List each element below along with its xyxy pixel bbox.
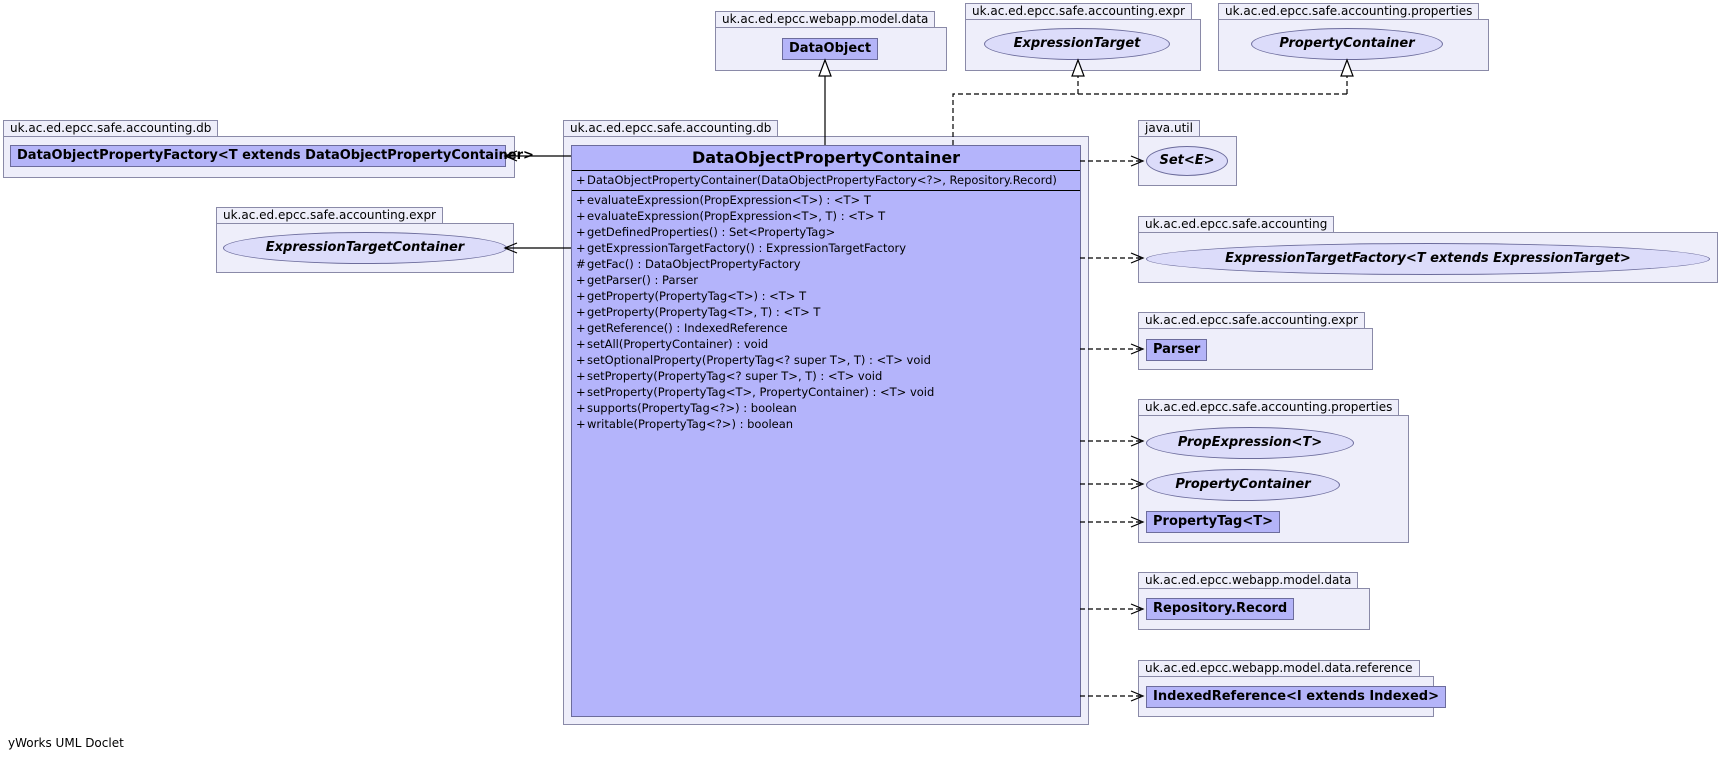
package-tab-main: uk.ac.ed.epcc.safe.accounting.db <box>563 120 779 137</box>
operation-row: +getDefinedProperties() : Set<PropertyTa… <box>576 225 836 239</box>
realization-line <box>952 93 1347 145</box>
operation-row: +setOptionalProperty(PropertyTag<? super… <box>576 353 931 367</box>
operation-row: +writable(PropertyTag<?>) : boolean <box>576 417 794 431</box>
package-tab-model-data-top: uk.ac.ed.epcc.webapp.model.data <box>715 11 936 28</box>
operation-row: +evaluateExpression(PropExpression<T>) :… <box>576 193 871 207</box>
interface-property-container-right[interactable]: PropertyContainer <box>1146 469 1340 501</box>
operation-row: +getProperty(PropertyTag<T>) : <T> T <box>576 289 807 303</box>
operation-row: +setAll(PropertyContainer) : void <box>576 337 769 351</box>
operation-row: +evaluateExpression(PropExpression<T>, T… <box>576 209 886 223</box>
realization-arrowhead <box>1071 58 1085 77</box>
package-tab-model-data-right: uk.ac.ed.epcc.webapp.model.data <box>1138 572 1359 589</box>
constructor-row: +DataObjectPropertyContainer(DataObjectP… <box>576 173 1057 187</box>
class-data-object-property-factory[interactable]: DataObjectPropertyFactory<T extends Data… <box>10 145 534 167</box>
dependency-arrowhead <box>1130 516 1145 528</box>
interface-expression-target-container[interactable]: ExpressionTargetContainer <box>223 232 507 264</box>
class-property-tag[interactable]: PropertyTag<T> <box>1146 511 1281 533</box>
dependency-arrowhead <box>1130 435 1145 447</box>
class-data-object-property-container[interactable]: DataObjectPropertyContainer +DataObjectP… <box>571 145 1081 717</box>
class-parser[interactable]: Parser <box>1146 339 1208 361</box>
dependency-arrowhead <box>1130 155 1145 167</box>
operation-row: +setProperty(PropertyTag<T>, PropertyCon… <box>576 385 935 399</box>
dependency-arrowhead <box>1130 478 1145 490</box>
operations-section: +evaluateExpression(PropExpression<T>) :… <box>572 191 1080 432</box>
interface-expression-target-factory[interactable]: ExpressionTargetFactory<T extends Expres… <box>1146 243 1710 275</box>
package-tab-properties-right: uk.ac.ed.epcc.safe.accounting.properties <box>1138 399 1400 416</box>
package-tab-db-left: uk.ac.ed.epcc.safe.accounting.db <box>3 120 219 137</box>
package-tab-properties-top: uk.ac.ed.epcc.safe.accounting.properties <box>1218 3 1480 20</box>
class-data-object[interactable]: DataObject <box>782 38 879 60</box>
association-arrowhead <box>503 150 518 162</box>
interface-expression-target[interactable]: ExpressionTarget <box>984 28 1170 60</box>
dependency-arrowhead <box>1130 690 1145 702</box>
operation-row: #getFac() : DataObjectPropertyFactory <box>576 257 801 271</box>
generalization-arrowhead <box>818 58 832 77</box>
operation-row: +getReference() : IndexedReference <box>576 321 788 335</box>
association-arrowhead <box>503 242 518 254</box>
footer-text: yWorks UML Doclet <box>8 736 124 750</box>
main-class-title: DataObjectPropertyContainer <box>572 146 1080 171</box>
realization-arrowhead <box>1340 58 1354 77</box>
operation-row: +supports(PropertyTag<?>) : boolean <box>576 401 797 415</box>
operation-row: +getExpressionTargetFactory() : Expressi… <box>576 241 907 255</box>
operation-row: +getProperty(PropertyTag<T>, T) : <T> T <box>576 305 821 319</box>
constructors-section: +DataObjectPropertyContainer(DataObjectP… <box>572 171 1080 191</box>
operation-row: +getParser() : Parser <box>576 273 699 287</box>
interface-prop-expression[interactable]: PropExpression<T> <box>1146 427 1354 459</box>
dependency-arrowhead <box>1130 252 1145 264</box>
class-repository-record[interactable]: Repository.Record <box>1146 598 1295 620</box>
dependency-arrowhead <box>1130 603 1145 615</box>
operation-row: +setProperty(PropertyTag<? super T>, T) … <box>576 369 883 383</box>
dependency-arrowhead <box>1130 343 1145 355</box>
class-indexed-reference[interactable]: IndexedReference<I extends Indexed> <box>1146 686 1446 708</box>
interface-property-container-top[interactable]: PropertyContainer <box>1251 28 1443 60</box>
interface-set[interactable]: Set<E> <box>1146 146 1228 176</box>
